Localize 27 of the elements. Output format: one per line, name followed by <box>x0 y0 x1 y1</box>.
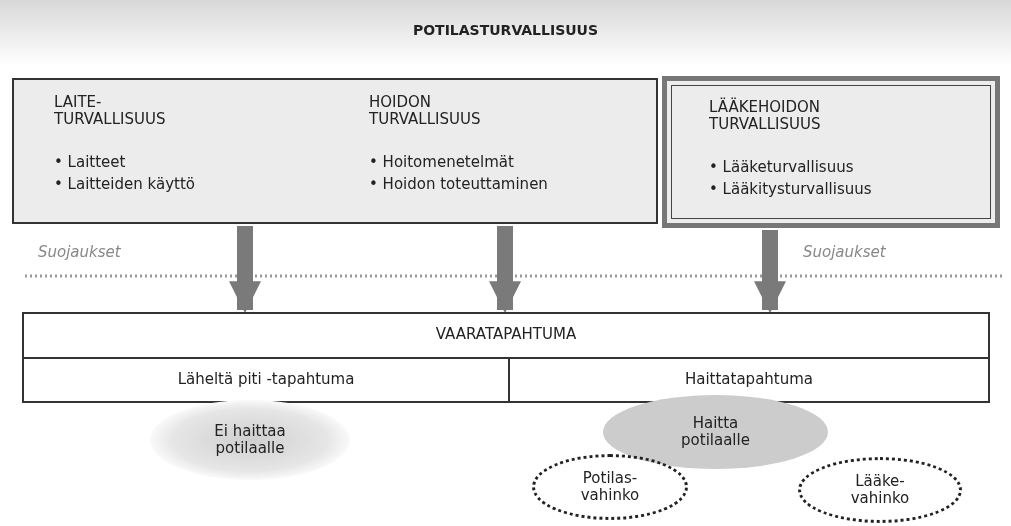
ellipse-label: Potilas- vahinko <box>579 469 641 505</box>
block-arrow <box>754 230 786 314</box>
outcome-ellipse <box>532 454 688 520</box>
table-header: VAARATAPAHTUMA <box>435 326 577 344</box>
title: POTILASTURVALLISUUS <box>412 22 599 39</box>
bullet-item: • Lääkitysturvallisuus <box>709 181 872 199</box>
bullet-item: • Hoitomenetelmät <box>369 154 514 172</box>
block-arrow <box>489 226 521 314</box>
category-heading: HOIDON TURVALLISUUS <box>369 94 482 129</box>
block-arrow <box>229 226 261 314</box>
category-heading: LAITE- TURVALLISUUS <box>54 94 167 129</box>
bullet-item: • Lääketurvallisuus <box>709 159 854 177</box>
ellipse-label: Läheltä piti -tapahtuma <box>177 371 355 389</box>
ellipse-label: Ei haittaa potilaalle <box>213 422 287 458</box>
category-box <box>662 76 1000 228</box>
barrier-label: Suojaukset <box>803 243 886 261</box>
ellipse-label: Haitta potilaalle <box>680 414 751 450</box>
ellipse-label: Lääke- vahinko <box>849 472 911 508</box>
category-heading: LÄÄKEHOIDON TURVALLISUUS <box>709 99 822 134</box>
bullet-item: • Laitteet <box>54 154 126 172</box>
ellipse-label: Haittatapahtuma <box>684 371 814 389</box>
bullet-item: • Hoidon toteuttaminen <box>369 176 548 194</box>
bullet-item: • Laitteiden käyttö <box>54 176 195 194</box>
barrier-label: Suojaukset <box>38 243 121 261</box>
event-table <box>22 312 990 403</box>
category-box <box>12 78 658 224</box>
outcome-ellipse <box>798 457 962 523</box>
